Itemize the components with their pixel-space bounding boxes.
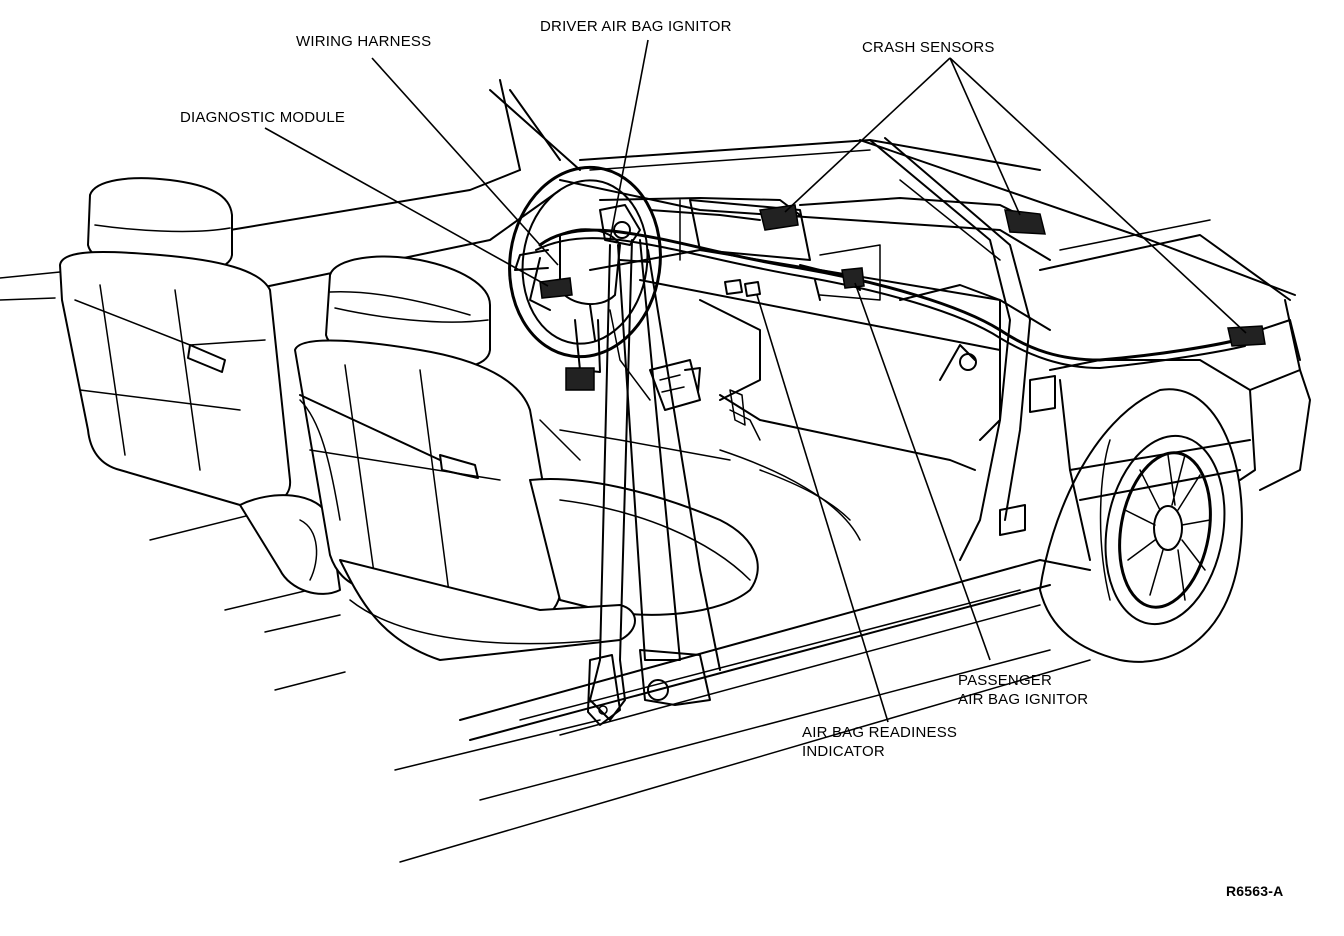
crash-sensor-dash: [759, 204, 799, 231]
label-diagnostic-module: DIAGNOSTIC MODULE: [180, 109, 346, 126]
seat-belt: [587, 204, 721, 726]
label-air-bag-readiness-indicator-line2: INDICATOR: [802, 743, 885, 760]
leader-crash-sensor-3: [949, 57, 1247, 334]
car-body: [229, 79, 1311, 741]
wiring-harness-cable: [529, 197, 1247, 369]
leader-passenger-air-bag-ignitor: [854, 282, 991, 661]
figure-id: R6563-A: [1226, 883, 1284, 899]
label-passenger-air-bag-ignitor-line2: AIR BAG IGNITOR: [958, 691, 1089, 708]
label-passenger-air-bag-ignitor-line1: PASSENGER: [958, 672, 1053, 689]
steering-wheel: [508, 165, 662, 401]
passenger-air-bag-ignitor-unit: [841, 267, 865, 289]
leader-crash-sensor-1: [784, 57, 951, 213]
leader-lines: [264, 39, 1247, 723]
diagnostic-module-box: [539, 277, 573, 299]
front-wheel: [1039, 388, 1243, 663]
label-driver-air-bag-ignitor: DRIVER AIR BAG IGNITOR: [540, 18, 732, 35]
label-crash-sensors: CRASH SENSORS: [862, 39, 995, 56]
front-seat: [294, 255, 759, 661]
rear-seat: [59, 177, 341, 595]
leader-crash-sensor-2: [949, 57, 1021, 216]
crash-sensor-front: [1227, 325, 1266, 347]
leader-diagnostic-module: [264, 127, 549, 287]
leader-air-bag-readiness-indicator: [756, 294, 889, 723]
crash-sensor-cowl: [1004, 209, 1046, 235]
label-wiring-harness: WIRING HARNESS: [296, 33, 432, 50]
label-air-bag-readiness-indicator-line1: AIR BAG READINESS: [802, 724, 958, 741]
leader-driver-air-bag-ignitor: [609, 39, 649, 241]
ground-lines: [0, 271, 1091, 863]
leader-wiring-harness: [371, 57, 559, 266]
